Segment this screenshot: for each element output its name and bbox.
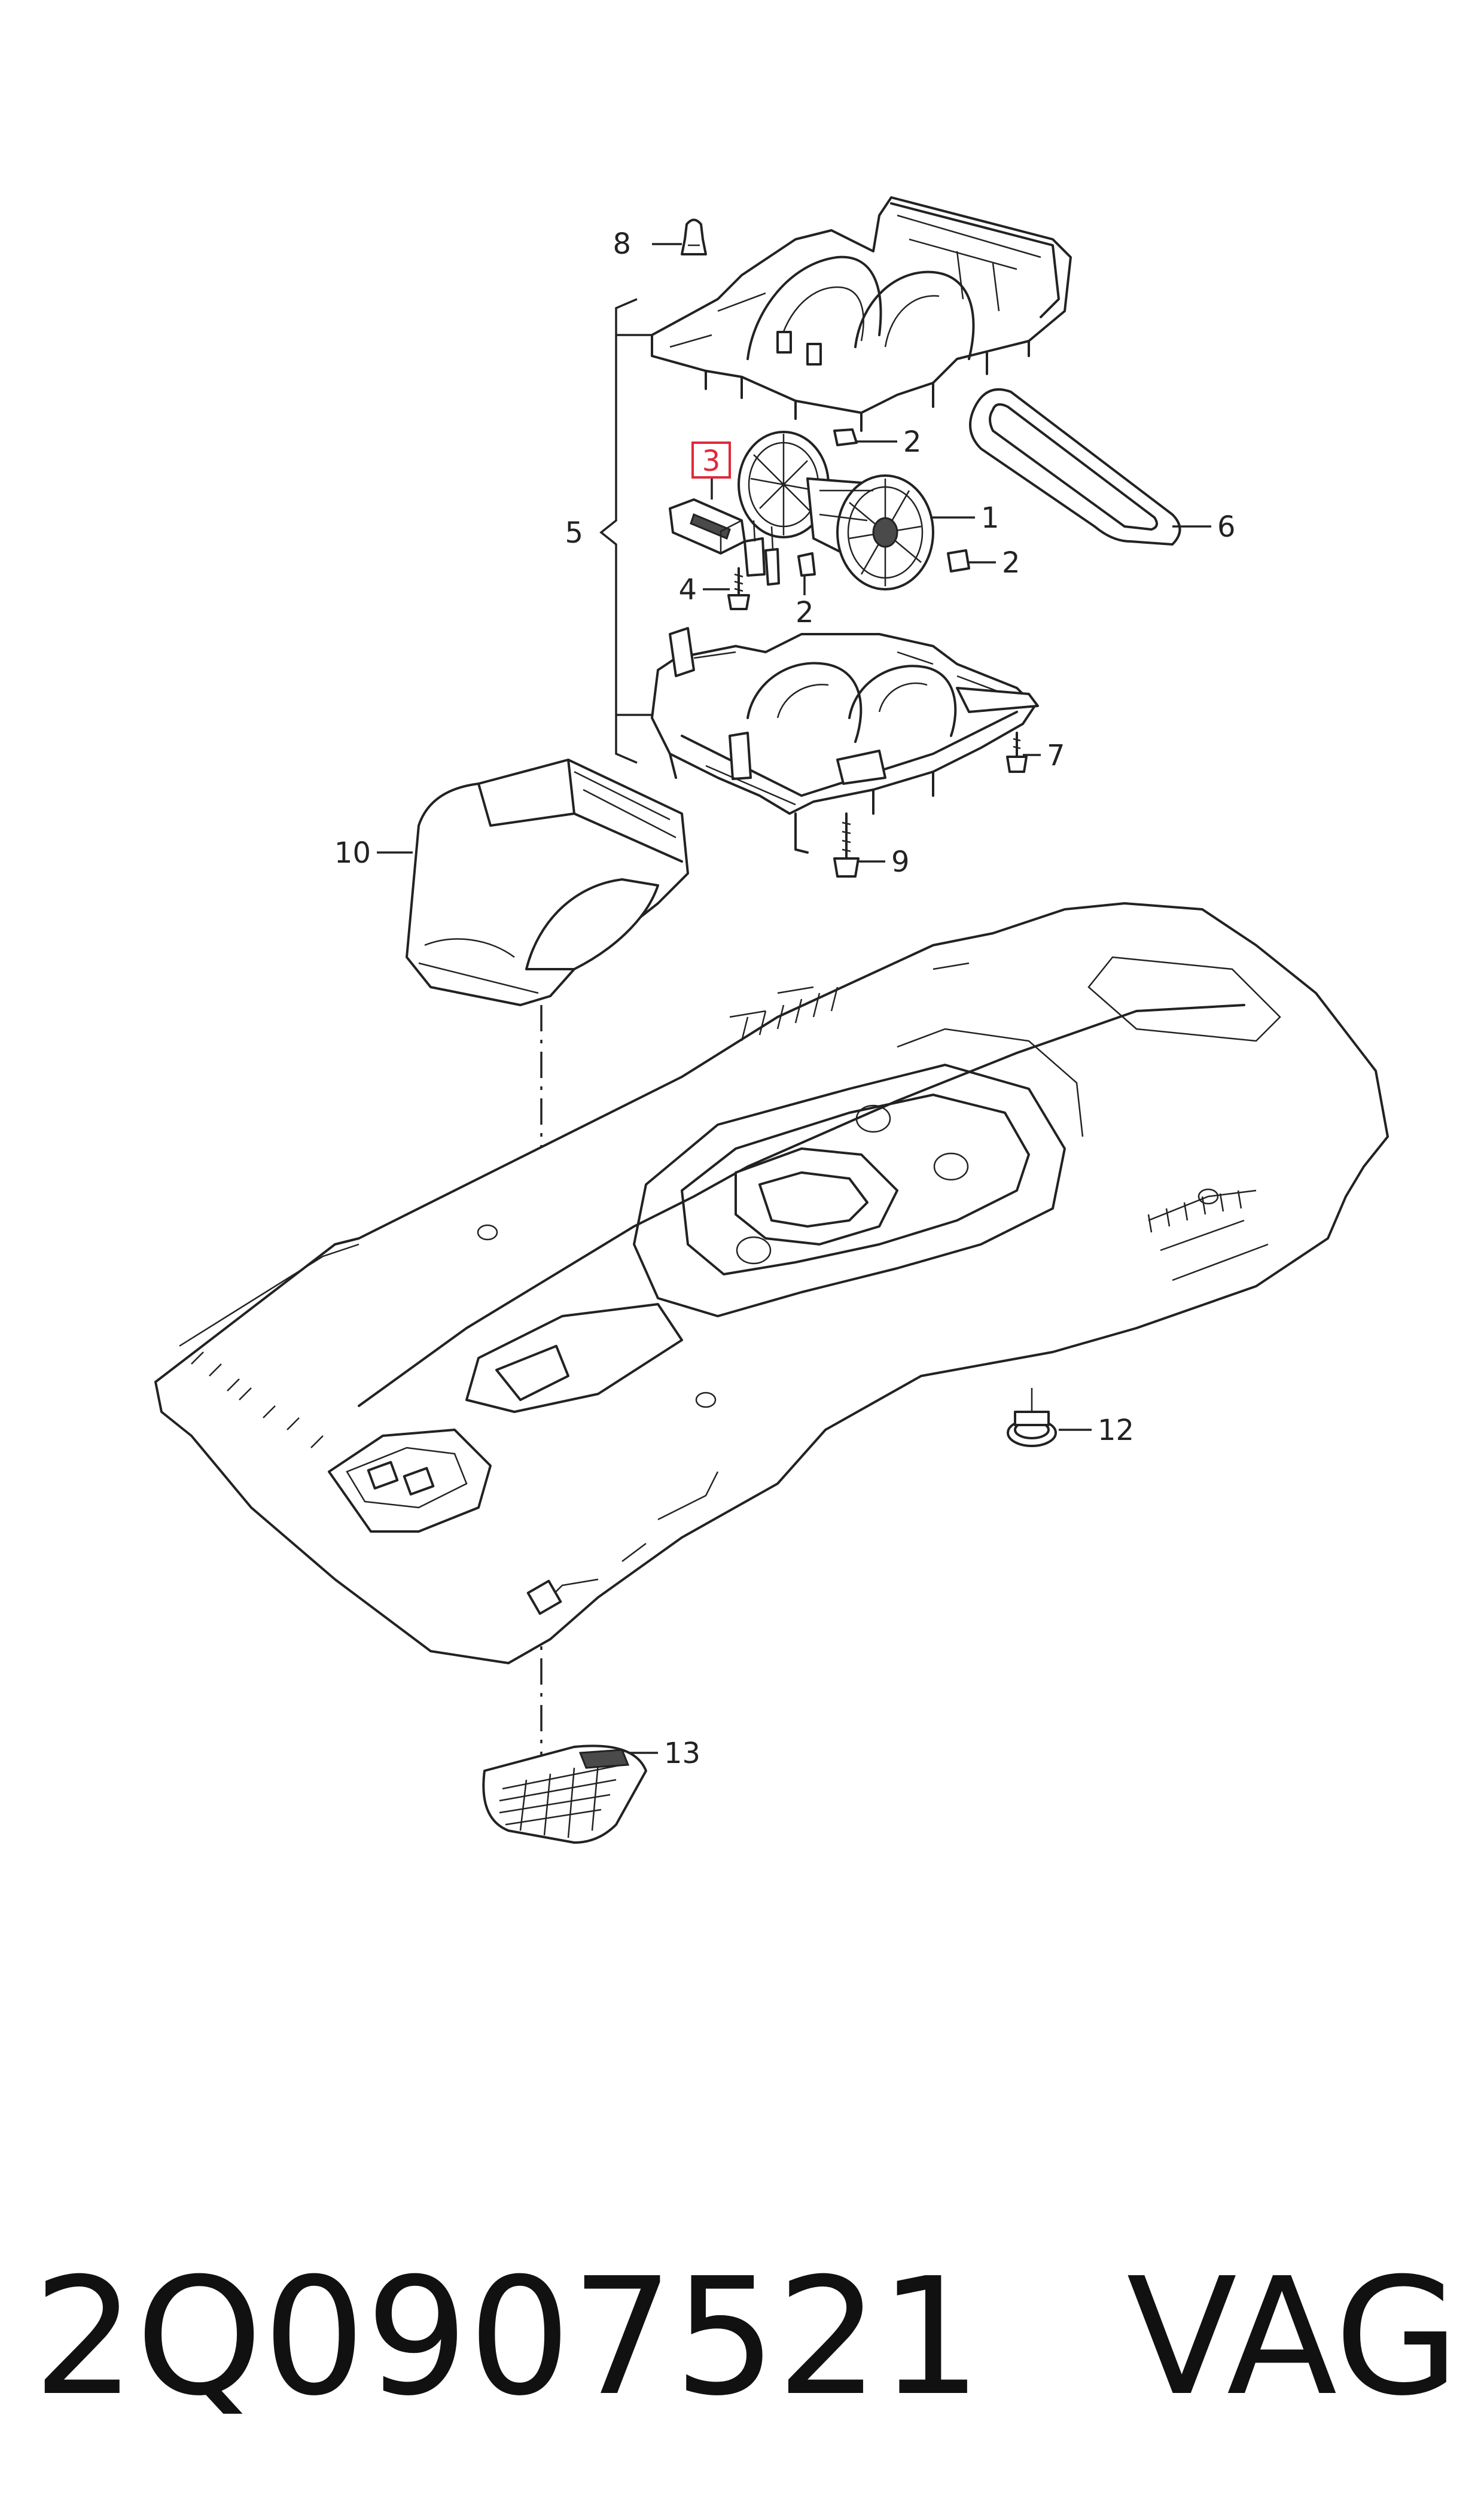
screw-part-7 [1006,732,1028,773]
callout-4: 4 [678,573,697,607]
screw-part-4 [727,567,750,610]
callout-10: 10 [334,836,371,870]
part-number-text: 2Q0907521 [33,2243,982,2431]
callout-2-right: 2 [1002,546,1020,580]
air-duct-part-10 [406,759,689,1006]
callout-5: 5 [565,516,583,550]
callout-12: 12 [1098,1414,1134,1447]
leader-lines [377,243,1211,1754]
callout-9: 9 [891,845,910,879]
headliner-panel [154,902,1389,1664]
clip-part-8 [681,218,707,255]
clip-part-2c [797,552,816,577]
callout-6: 6 [1217,510,1236,544]
clip-part-2b [947,549,970,573]
callout-3: 3 [702,444,721,478]
screw-part-9 [833,812,860,878]
brand-text: VAG [1126,2243,1459,2431]
lower-housing-shell [651,627,1039,854]
gasket-part-6 [969,388,1181,546]
callout-2-top: 2 [903,425,922,459]
callout-1: 1 [981,501,1000,535]
upper-housing-shell [651,196,1072,432]
bracket-group-5 [599,298,658,764]
callout-8: 8 [613,227,631,261]
grille-part-13 [482,1744,647,1844]
clip-part-2a [833,428,858,446]
blower-motor-part-1 [738,431,934,590]
callout-2-bottom: 2 [796,596,814,629]
grommet-part-12 [1007,1388,1057,1447]
control-module-part-3 [669,498,746,555]
callout-labels: 8 2 3 1 2 6 5 4 2 7 9 10 12 13 [334,227,1236,1770]
motor-connectors [743,520,780,586]
callout-3-highlight-box [691,442,731,479]
callout-13: 13 [664,1737,700,1770]
callout-7: 7 [1047,739,1065,772]
